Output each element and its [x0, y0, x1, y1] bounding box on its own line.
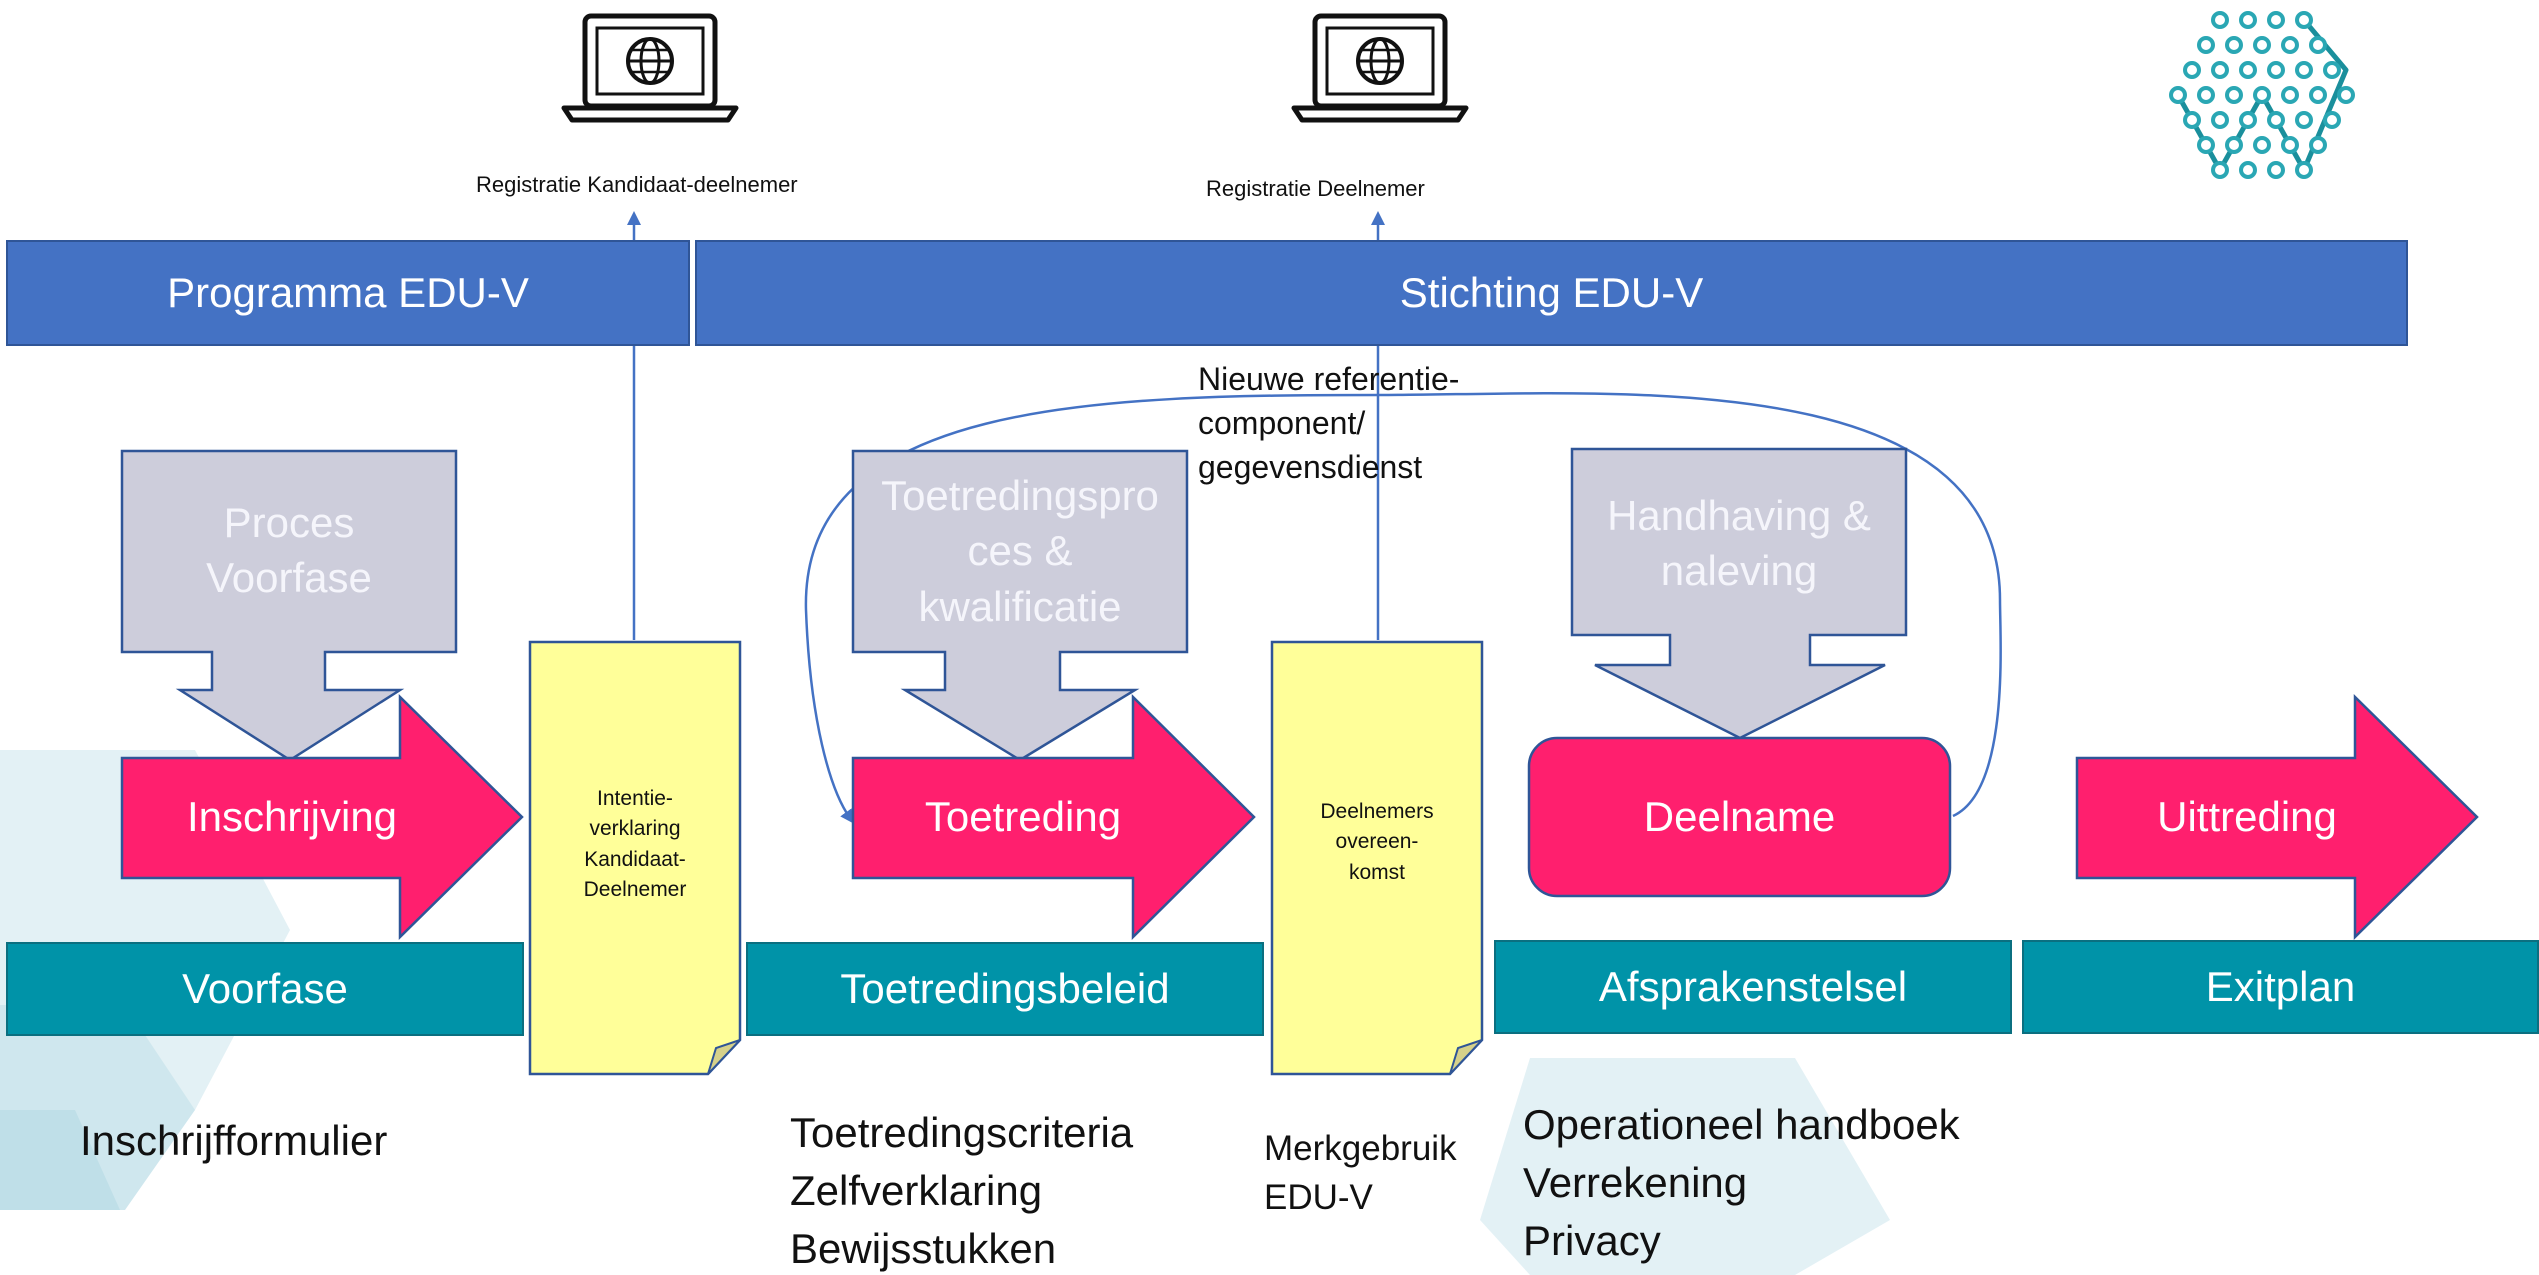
stage-toetreding-label: Toetreding — [924, 793, 1122, 840]
logo-dot — [2267, 61, 2285, 79]
logo-dot — [2281, 86, 2299, 104]
stage-inschrijving-label: Inschrijving — [186, 793, 398, 840]
logo-dot — [2239, 11, 2257, 29]
note-overeenkomst-label: Deelnemers overeen- komst — [1320, 800, 1434, 884]
process-handhaving-label: Handhaving & naleving — [1607, 492, 1871, 595]
stage-deelname-label: Deelname — [1643, 793, 1836, 840]
logo-dot — [2211, 111, 2229, 129]
logo-dot — [2225, 86, 2243, 104]
document-item: Inschrijfformulier — [80, 1117, 388, 1164]
logo-dot — [2309, 36, 2327, 54]
phase-toetredingsbeleid: Toetredingsbeleid — [746, 942, 1264, 1036]
phase-exitplan: Exitplan — [2022, 940, 2539, 1034]
logo-dot — [2225, 136, 2243, 154]
stage-toetreding-shape — [851, 693, 1256, 941]
document-item: Merkgebruik — [1264, 1129, 1457, 1168]
band-programma-edu-v: Programma EDU-V — [6, 240, 690, 346]
document-item: Zelfverklaring — [790, 1166, 1043, 1214]
logo-dot — [2267, 11, 2285, 29]
note-intentie-label: Intentie- verklaring Kandidaat- Deelneme… — [583, 787, 687, 902]
documents-toetreding-list: Toetredingscriteria Zelfverklaring Bewij… — [790, 1104, 1133, 1275]
note-overeenkomst-shape — [1270, 640, 1484, 1076]
process-handhaving-shape — [1570, 447, 1908, 740]
logo-dot — [2211, 161, 2229, 179]
edu-v-logo-icon — [2169, 11, 2355, 179]
laptop-globe-icon — [561, 13, 739, 123]
logo-dot — [2337, 86, 2355, 104]
document-item: Verrekening — [1523, 1158, 1748, 1206]
logo-dot — [2239, 61, 2257, 79]
logo-v-path — [2175, 18, 2349, 173]
documents-voorfase-list: Inschrijfformulier — [80, 1112, 387, 1170]
logo-dot — [2211, 61, 2229, 79]
logo-dot — [2197, 36, 2215, 54]
phase-voorfase: Voorfase — [6, 942, 524, 1036]
stage-inschrijving-shape — [120, 694, 524, 940]
documents-merk-list: Merkgebruik EDU-V — [1264, 1124, 1457, 1222]
reference-loop-curve — [804, 391, 2002, 824]
logo-dot — [2295, 61, 2313, 79]
logo-dot — [2197, 136, 2215, 154]
band-stichting-edu-v: Stichting EDU-V — [695, 240, 2408, 346]
note-intentie-shape — [528, 640, 742, 1076]
logo-dot — [2295, 11, 2313, 29]
logo-dot — [2253, 36, 2271, 54]
document-item: Operationeel handboek — [1523, 1101, 1960, 1148]
registration-participant-label: Registratie Deelnemer — [1206, 176, 1425, 201]
logo-dot — [2295, 161, 2313, 179]
document-item: Toetredingscriteria — [790, 1109, 1134, 1156]
logo-dot — [2253, 136, 2271, 154]
logo-dot — [2295, 111, 2313, 129]
logo-dot — [2239, 111, 2257, 129]
process-toetreding-shape — [851, 449, 1189, 762]
logo-dot — [2281, 36, 2299, 54]
logo-dot — [2183, 111, 2201, 129]
document-item: EDU-V — [1264, 1178, 1373, 1217]
logo-dot — [2183, 61, 2201, 79]
logo-dot — [2169, 86, 2187, 104]
documents-afspraken-list: Operationeel handboek Verrekening Privac… — [1523, 1096, 1960, 1270]
process-toetreding-label: Toetredingspro ces & kwalificatie — [881, 472, 1159, 630]
logo-dot — [2239, 161, 2257, 179]
phase-afsprakenstelsel: Afsprakenstelsel — [1494, 940, 2012, 1034]
registration-candidate-label: Registratie Kandidaat-deelnemer — [476, 172, 798, 197]
document-item: Bewijsstukken — [790, 1224, 1057, 1272]
logo-dot — [2323, 111, 2341, 129]
stage-deelname-shape — [1527, 736, 1952, 898]
logo-dot — [2225, 36, 2243, 54]
logo-dot — [2253, 86, 2271, 104]
process-voorfase-shape — [120, 449, 458, 762]
stage-uittreding-shape — [2075, 694, 2479, 940]
logo-dot — [2309, 136, 2327, 154]
logo-dot — [2281, 136, 2299, 154]
logo-dot — [2267, 161, 2285, 179]
logo-dot — [2267, 111, 2285, 129]
document-item: Privacy — [1523, 1216, 1661, 1264]
stage-uittreding-label: Uittreding — [2157, 793, 2337, 840]
laptop-globe-icon — [1291, 13, 1469, 123]
logo-dot — [2309, 86, 2327, 104]
process-voorfase-label: Proces Voorfase — [206, 499, 372, 602]
logo-dot — [2323, 61, 2341, 79]
logo-dot — [2197, 86, 2215, 104]
reference-component-label: Nieuwe referentie- component/ gegevensdi… — [1198, 361, 1460, 485]
logo-dot — [2211, 11, 2229, 29]
